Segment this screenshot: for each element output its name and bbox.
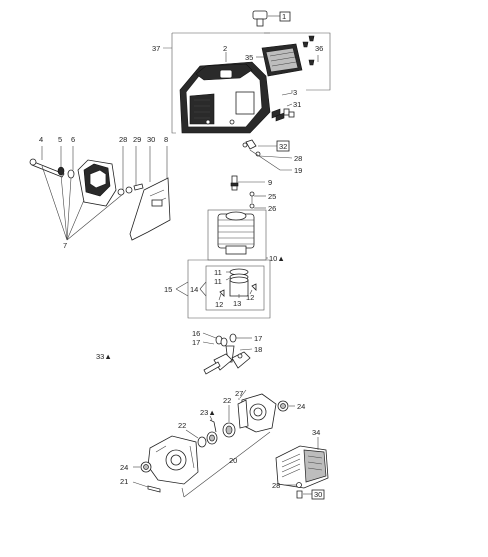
- muffler-bolt-part: [29, 158, 65, 178]
- bolt-25: [249, 191, 255, 197]
- callout-7: 7: [63, 241, 67, 250]
- callout-19: 19: [294, 166, 302, 175]
- callout-24-left: 24: [120, 463, 128, 472]
- cylinder-part: [217, 211, 255, 255]
- spark-plug-cap-part: [242, 139, 257, 150]
- muffler-part: [77, 159, 117, 207]
- callout-3: 3: [293, 88, 297, 97]
- callout-28-mid: 28: [294, 154, 302, 163]
- callout-4: 4: [39, 135, 43, 144]
- callout-8: 8: [164, 135, 168, 144]
- crankcase-left-part: [147, 435, 199, 485]
- callout-29: 29: [133, 135, 141, 144]
- crankshaft-part: [203, 333, 251, 375]
- clip-12-right: [251, 283, 257, 291]
- callout-17b: 17: [254, 334, 262, 343]
- air-filter-part: [261, 43, 303, 77]
- callout-17a: 17: [192, 338, 200, 347]
- cylinder-cover-part: [179, 61, 271, 134]
- callout-box-1: [279, 11, 291, 22]
- callout-35: 35: [245, 53, 253, 62]
- stud-30: [133, 183, 144, 191]
- callout-9: 9: [268, 178, 272, 187]
- callout-1: 1: [282, 12, 286, 21]
- callout-30-bottom: 30: [314, 490, 322, 499]
- callout-11a: 11: [214, 268, 222, 277]
- callout-34: 34: [312, 428, 320, 437]
- screws-36: [302, 35, 315, 66]
- bearing-24-right: [277, 400, 289, 412]
- callout-box-32: [276, 140, 290, 152]
- callout-box-30: [311, 489, 325, 500]
- spark-plug-part: [230, 175, 239, 191]
- callout-23: 23▲: [200, 408, 216, 417]
- seal-23: [209, 419, 217, 433]
- callout-12b: 12: [246, 293, 254, 302]
- callout-18: 18: [254, 345, 262, 354]
- piston-part: [229, 268, 249, 297]
- piston-group-frame: [187, 259, 271, 319]
- washer-29: [125, 186, 133, 194]
- flywheel-guard-part: [275, 445, 329, 489]
- group-bracket-37: [163, 32, 270, 134]
- callout-6: 6: [71, 135, 75, 144]
- clip-12-left: [219, 289, 225, 297]
- callout-25: 25: [268, 192, 276, 201]
- callout-30-top: 30: [147, 135, 155, 144]
- nut-28: [117, 188, 125, 196]
- filter-frame: [264, 32, 331, 91]
- callout-5: 5: [58, 135, 62, 144]
- washer-28-bottom: [296, 482, 302, 488]
- callout-22-upper: 22: [223, 396, 231, 405]
- bearing-24-left: [140, 461, 152, 473]
- callout-32: 32: [279, 142, 287, 151]
- callout-12a: 12: [215, 300, 223, 309]
- washer-6: [67, 169, 75, 179]
- callout-37: 37: [152, 44, 160, 53]
- callout-10: 10▲: [269, 254, 285, 263]
- cap-part: [252, 10, 268, 27]
- callout-33: 33▲: [96, 352, 112, 361]
- callout-20: 20: [229, 456, 237, 465]
- bearing-22-upper: [222, 422, 236, 438]
- callout-28-top: 28: [119, 135, 127, 144]
- callout-24-right: 24: [297, 402, 305, 411]
- heat-shield-part: [129, 177, 171, 241]
- callout-21: 21: [120, 477, 128, 486]
- callout-36: 36: [315, 44, 323, 53]
- callout-26: 26: [268, 204, 276, 213]
- crankcase-right-part: [237, 393, 277, 433]
- callout-22-lower: 22: [178, 421, 186, 430]
- callout-27: 27: [235, 389, 243, 398]
- callout-16: 16: [192, 329, 200, 338]
- bearing-22-lower: [197, 431, 218, 448]
- screw-21: [147, 485, 161, 493]
- screw-30-bottom: [296, 490, 303, 499]
- clips-part: [271, 108, 295, 122]
- callout-14: 14: [190, 285, 198, 294]
- callout-13: 13: [233, 299, 241, 308]
- callout-2: 2: [223, 44, 227, 53]
- washer-5: [57, 166, 65, 176]
- callout-28-bottom: 28: [272, 481, 280, 490]
- callout-11b: 11: [214, 277, 222, 286]
- washer-26: [249, 203, 255, 209]
- piston-frame: [205, 265, 265, 311]
- callout-15: 15: [164, 285, 172, 294]
- callout-31: 31: [293, 100, 301, 109]
